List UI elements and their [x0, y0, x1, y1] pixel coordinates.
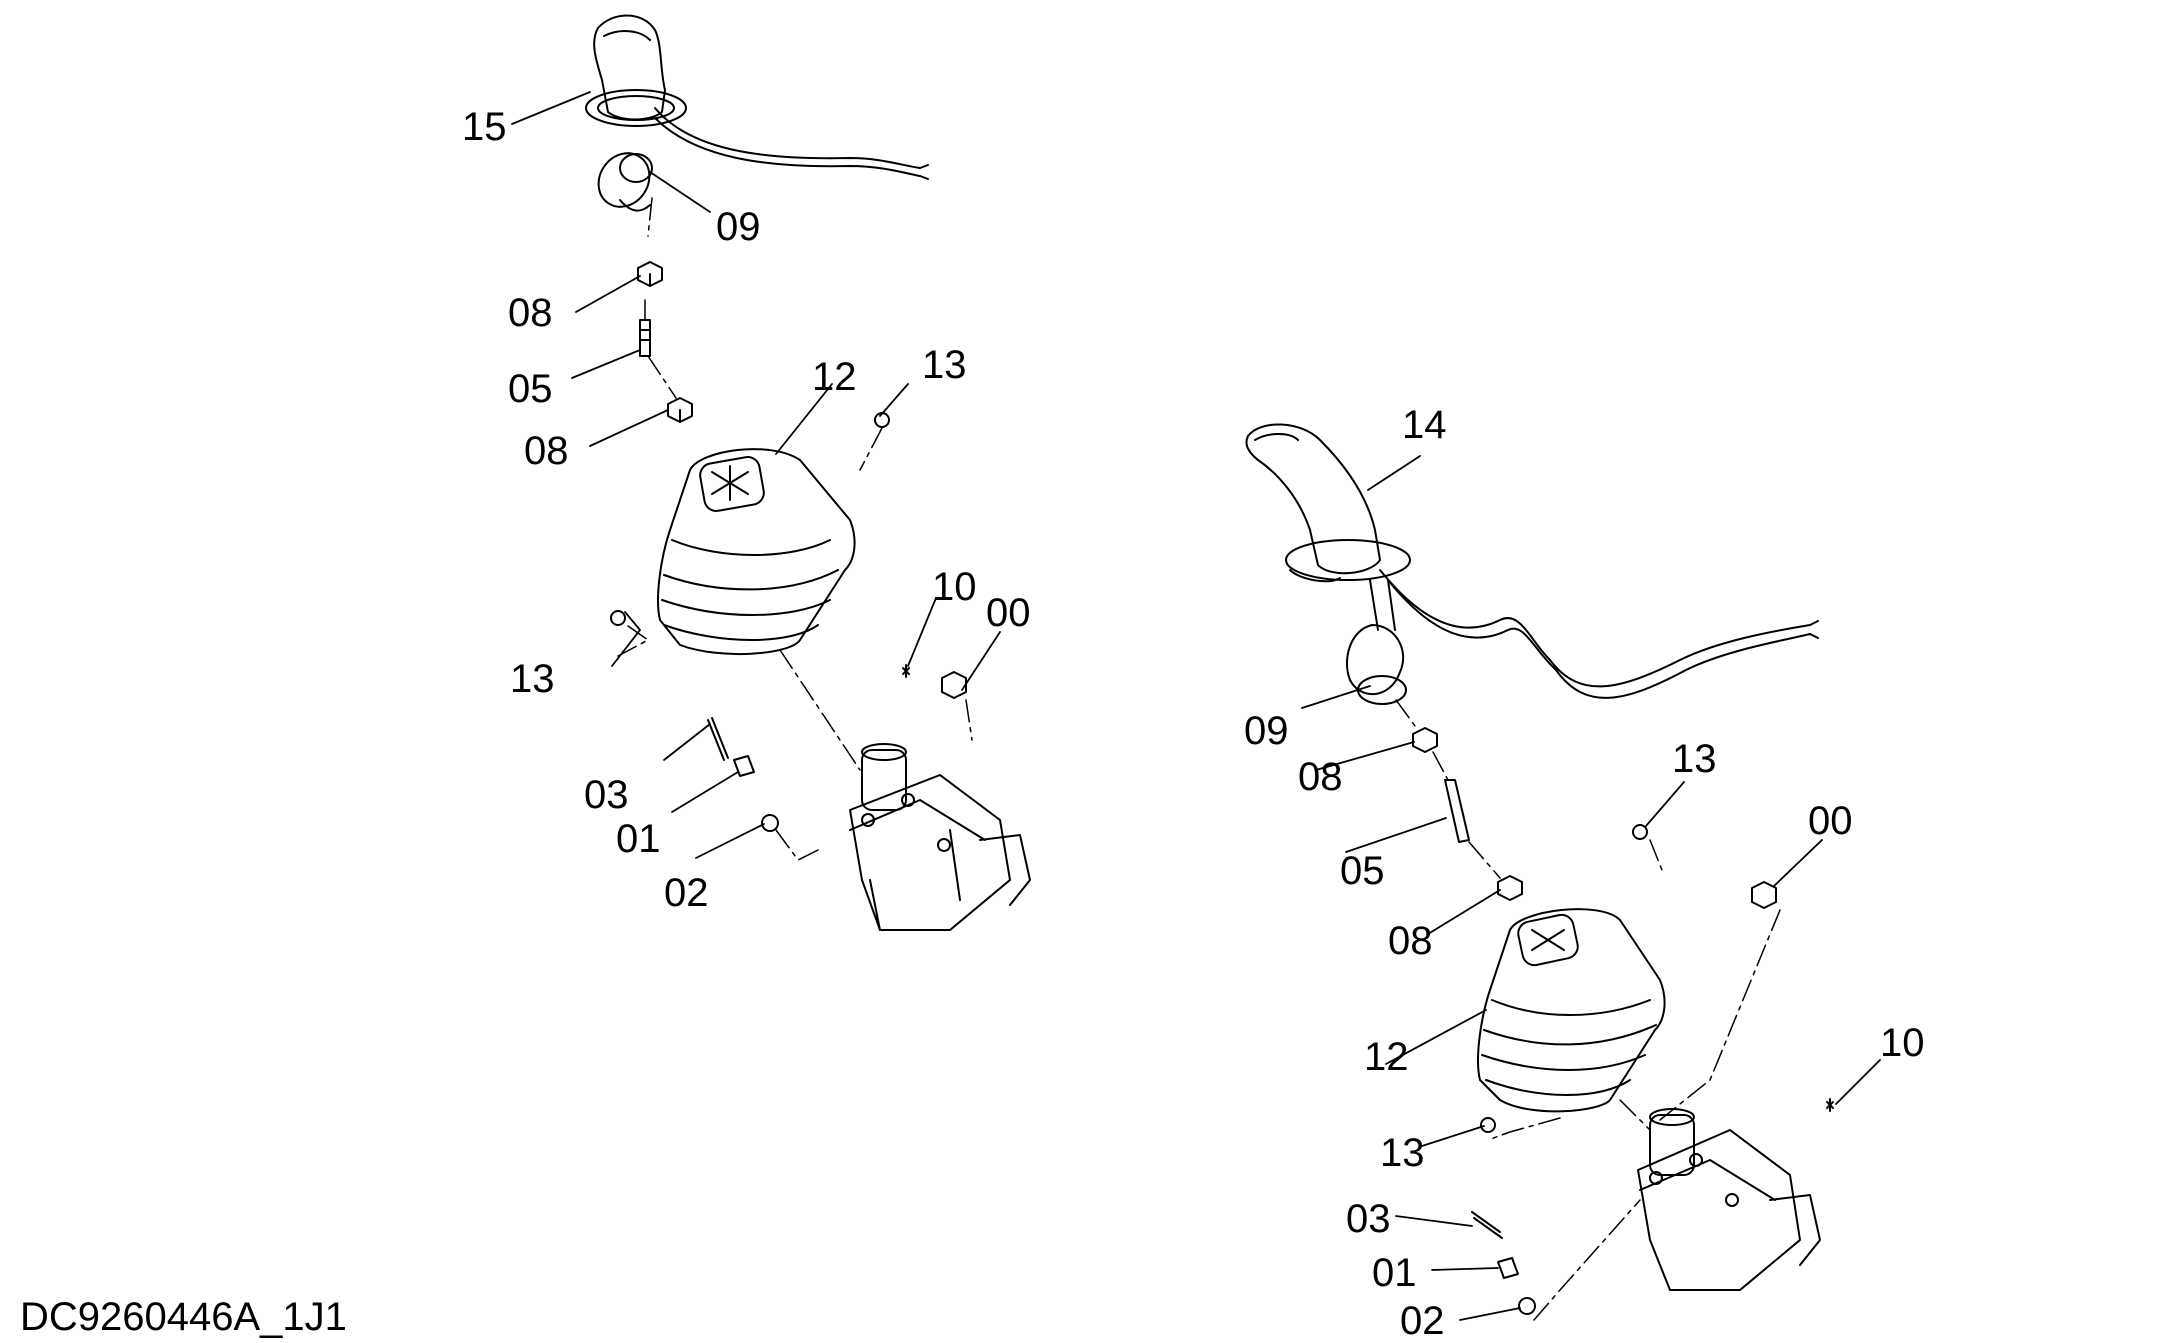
callout-01-right: 01	[1372, 1251, 1417, 1295]
callout-09-left: 09	[716, 205, 761, 249]
bolt-part-00-drawing	[941, 671, 967, 699]
callout-09-right: 09	[1244, 709, 1289, 753]
leader-lines	[511, 91, 1881, 1321]
callout-10-right: 10	[1880, 1021, 1925, 1065]
callout-13-right-lower: 13	[1380, 1131, 1425, 1175]
callout-13-left-lower: 13	[510, 657, 555, 701]
bellows-part-12-right-drawing	[1477, 908, 1666, 1113]
callout-03-right: 03	[1346, 1197, 1391, 1241]
callout-13-left-upper: 13	[922, 343, 967, 387]
center-lines	[617, 197, 1781, 1321]
washer-part-13-right-lower-drawing	[1480, 1117, 1496, 1133]
callout-05-right: 05	[1340, 849, 1385, 893]
callout-08-left-lower: 08	[524, 429, 569, 473]
washer-part-13-lower-drawing	[610, 610, 626, 626]
callout-labels: 15 09 08 05 08 12 13 13 10 00 03 01 02 1…	[462, 105, 1925, 1343]
callout-08-left-upper: 08	[508, 291, 553, 335]
callout-02-right: 02	[1400, 1299, 1445, 1343]
callout-13-right-upper: 13	[1672, 737, 1717, 781]
screw-part-01-drawing	[733, 755, 755, 777]
washer-part-02-right-drawing	[1518, 1297, 1536, 1315]
nut-part-08-right-lower-drawing	[1497, 875, 1523, 901]
nut-part-08-right-upper-drawing	[1412, 727, 1438, 753]
pilot-valve-left-drawing	[849, 743, 1031, 931]
handle-part-15-drawing	[585, 14, 929, 180]
callout-03-left: 03	[584, 773, 629, 817]
fitting-part-10-drawing	[902, 664, 910, 678]
pin-part-03-drawing	[707, 717, 729, 761]
right-assembly	[1245, 423, 1834, 1315]
bellows-part-12-drawing	[657, 448, 856, 656]
screw-part-01-right-drawing	[1497, 1257, 1519, 1279]
callout-01-left: 01	[616, 817, 661, 861]
diagram-id: DC9260446A_1J1	[20, 1295, 347, 1339]
nut-part-08-lower-drawing	[667, 397, 693, 423]
nut-part-08-upper-drawing	[637, 261, 663, 287]
callout-08-right-lower: 08	[1388, 919, 1433, 963]
callout-15-left: 15	[462, 105, 507, 149]
callout-14-right: 14	[1402, 403, 1447, 447]
clip-part-09-right-drawing	[1346, 579, 1407, 705]
callout-10-left: 10	[932, 565, 977, 609]
callout-08-right-upper: 08	[1298, 755, 1343, 799]
callout-00-left: 00	[986, 591, 1031, 635]
washer-part-13-right-upper-drawing	[1632, 824, 1648, 840]
left-assembly	[585, 14, 1031, 931]
callout-12-left: 12	[812, 355, 857, 399]
fitting-part-10-right-drawing	[1826, 1098, 1834, 1112]
callout-00-right: 00	[1808, 799, 1853, 843]
callout-12-right: 12	[1364, 1035, 1409, 1079]
washer-part-02-drawing	[761, 814, 779, 832]
rod-part-05-drawing	[639, 319, 651, 357]
callout-02-left: 02	[664, 871, 709, 915]
rod-part-05-right-drawing	[1444, 779, 1470, 843]
callout-05-left: 05	[508, 367, 553, 411]
clip-part-09-drawing	[597, 152, 653, 212]
pilot-valve-right-drawing	[1637, 1108, 1821, 1291]
handle-part-14-drawing	[1245, 423, 1819, 699]
washer-part-13-upper-drawing	[874, 412, 890, 428]
pin-part-03-right-drawing	[1471, 1211, 1503, 1239]
bolt-part-00-right-drawing	[1751, 881, 1777, 909]
